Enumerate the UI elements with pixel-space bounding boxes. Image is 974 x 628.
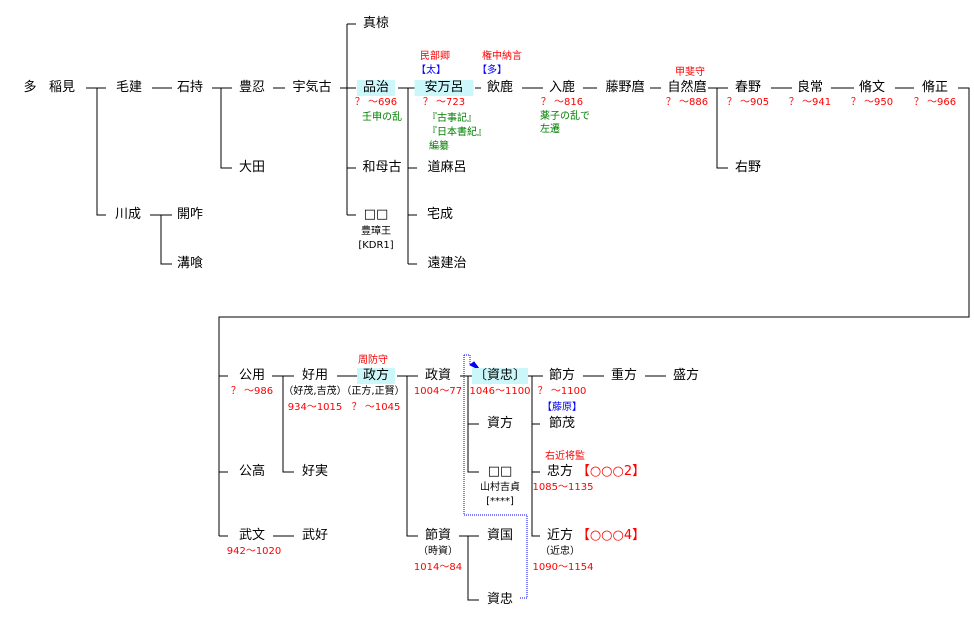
tadakata-life: 1085～1135	[532, 482, 594, 493]
yoshimochi-alias: （好茂,吉茂）	[283, 386, 347, 397]
masakata-alias: （正方,正賢）	[341, 386, 405, 397]
inka-title: 権中納言	[482, 51, 522, 62]
unknown1-code: [KDR1]	[358, 240, 394, 251]
haruno-life: ？ ～905	[726, 97, 770, 108]
nagamasa-life: ？ ～966	[913, 97, 957, 108]
person-inka: 飲鹿	[486, 80, 514, 95]
person-inami: 稲見	[48, 80, 76, 95]
tadakata-code: 【○○○2】	[576, 464, 646, 479]
person-chikakata: 近方	[546, 528, 574, 543]
person-michimaro: 道麻呂	[427, 160, 467, 175]
person-kimitaka: 公高	[238, 464, 266, 479]
person-wamoko: 和母古	[362, 160, 402, 175]
yasumaro-life: ？ ～723	[422, 97, 466, 108]
person-nagafumi: 脩文	[858, 80, 886, 95]
person-tadakata: 忠方	[546, 464, 574, 479]
yasumaro-work1: 『古事記』	[427, 113, 477, 124]
yasumaro-title: 民部卿	[420, 51, 450, 62]
person-suketada: 〔資忠〕	[471, 368, 529, 384]
honji-event: 壬申の乱	[362, 112, 402, 123]
tokisuke-life: 1014～84	[413, 562, 463, 573]
masakata-life: ？ ～1045	[351, 402, 401, 413]
unknown2-alias: 山村吉貞	[480, 482, 520, 493]
tokikata-life: ？ ～1100	[537, 386, 587, 397]
nagafumi-life: ？ ～950	[850, 97, 894, 108]
person-haruno: 春野	[734, 80, 762, 95]
person-yoshimochi: 好用	[301, 368, 329, 383]
tadakata-title: 右近将監	[545, 451, 585, 462]
person-yoshitsune: 良常	[796, 80, 824, 95]
person-mizokui: 溝喰	[176, 256, 204, 271]
unknown2-code: [****]	[486, 496, 514, 507]
iruka-event1: 薬子の乱で	[540, 111, 590, 122]
person-tokisuke: 節資	[424, 528, 452, 543]
takefumi-life: 942～1020	[226, 546, 282, 557]
person-shigekata: 重方	[610, 368, 638, 383]
iruka-life: ？ ～816	[540, 97, 584, 108]
unknown1-alias: 豊璋王	[361, 226, 391, 237]
person-fujinomaro: 藤野麿	[605, 80, 645, 95]
masakata-title: 周防守	[358, 355, 388, 366]
yoshitsune-life: ？ ～941	[788, 97, 832, 108]
fujiwara-clan: 【藤原】	[542, 402, 582, 413]
person-kawanari: 川成	[114, 207, 142, 222]
person-masasuke: 政資	[424, 368, 452, 383]
person-kimimochi: 公用	[238, 368, 266, 383]
person-makura: 真椋	[362, 16, 390, 31]
suketada-life: 1046～1100	[469, 386, 531, 397]
person-honji: 品治	[356, 80, 396, 96]
person-jinenmaro: 自然麿	[667, 80, 707, 95]
yasumaro-work2: 『日本書紀』	[427, 127, 487, 138]
person-ishimochi: 石持	[176, 80, 204, 95]
person-kaisaku: 開咋	[176, 207, 204, 222]
person-o: 多	[23, 80, 37, 95]
person-iruka: 入鹿	[548, 80, 576, 95]
person-uno: 右野	[734, 160, 762, 175]
kimimochi-life: ？ ～986	[230, 386, 274, 397]
person-masakata: 政方	[356, 368, 396, 384]
person-keken: 毛建	[115, 80, 143, 95]
yoshimochi-life: 934～1015	[287, 402, 343, 413]
inka-clan: 【多】	[477, 65, 507, 76]
person-sukekata: 資方	[486, 416, 514, 431]
yasumaro-clan: 【太】	[416, 65, 446, 76]
person-tokishige: 節茂	[548, 416, 576, 431]
person-yasumaro: 安万呂	[414, 80, 474, 96]
tokisuke-alias: （時資）	[418, 546, 458, 557]
chikakata-life: 1090～1154	[532, 562, 594, 573]
person-takeyoshi: 武好	[301, 528, 329, 543]
person-ukiko: 宇気古	[292, 80, 332, 95]
person-morikata: 盛方	[672, 368, 700, 383]
person-unknown1: □□	[363, 207, 389, 222]
iruka-event2: 左遷	[540, 124, 560, 135]
person-takefumi: 武文	[238, 528, 266, 543]
masasuke-life: 1004～77	[413, 386, 463, 397]
person-tokikata: 節方	[548, 368, 576, 383]
person-yoshizane: 好実	[301, 464, 329, 479]
jinen-life: ？ ～886	[665, 97, 709, 108]
chikakata-alias: （近忠）	[540, 546, 580, 557]
jinen-title: 甲斐守	[675, 67, 705, 78]
person-toyooshi: 豊忍	[238, 80, 266, 95]
chikakata-code: 【○○○4】	[576, 528, 646, 543]
person-sukekuni: 資国	[486, 528, 514, 543]
yasumaro-work3: 編纂	[429, 141, 449, 152]
person-suketada2: 資忠	[486, 592, 514, 607]
honji-life: ？ ～696	[354, 97, 398, 108]
person-takunari: 宅成	[426, 207, 454, 222]
person-nagamasa: 脩正	[921, 80, 949, 95]
person-unknown2: □□	[487, 464, 513, 479]
person-tokeji: 遠建治	[427, 256, 467, 271]
person-ota: 大田	[238, 160, 266, 175]
